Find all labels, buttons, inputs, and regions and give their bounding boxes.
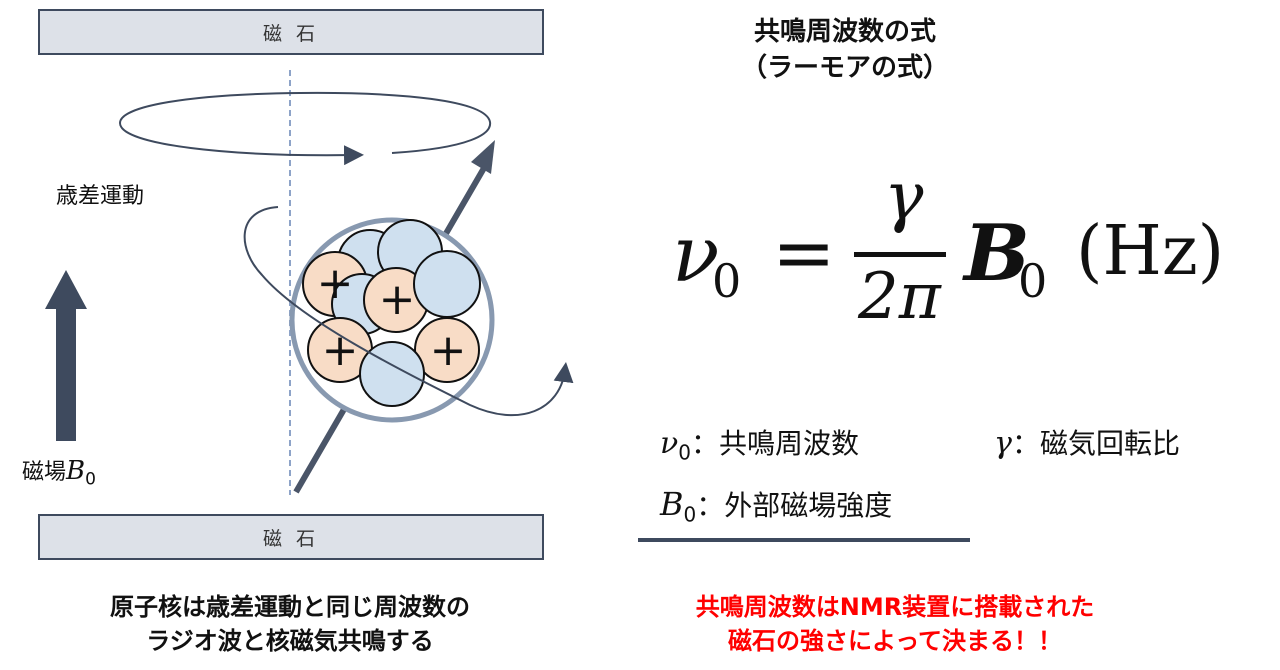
neutron [359, 341, 425, 407]
precession-spiral [243, 206, 574, 417]
precession-orbit [118, 91, 492, 166]
left-caption-line2: ラジオ波と核磁気共鳴する [146, 627, 434, 655]
magnet-bottom: 磁 石 [38, 514, 544, 560]
legend-nu-desc: ：共鳴周波数 [690, 427, 859, 460]
proton-charge: + [317, 258, 354, 309]
legend-nu: ν0：共鳴周波数 [660, 422, 859, 465]
legend-b-subscript: 0 [683, 502, 697, 527]
precession-label: 歳差運動 [56, 184, 145, 209]
legend-nu-subscript: 0 [678, 440, 691, 465]
formula-equals: = [772, 208, 836, 297]
formula-title-line1: 共鳴周波数の式 [753, 17, 936, 47]
nucleus: + + + + [302, 219, 481, 407]
field-label: 磁場B0 [22, 454, 96, 489]
formula-title-line2: （ラーモアの式） [740, 53, 949, 83]
legend-nu-symbol: ν [660, 426, 679, 461]
magnet-top: 磁 石 [38, 9, 544, 55]
formula-field-subscript: 0 [1018, 254, 1048, 308]
field-label-subscript: 0 [85, 469, 96, 490]
field-label-symbol: B [66, 456, 86, 486]
formula-nu-subscript: 0 [712, 254, 742, 308]
formula-numerator: γ [884, 158, 924, 235]
proton-charge: + [430, 325, 467, 376]
legend-b-desc: ：外部磁場強度 [696, 489, 893, 522]
neutron [413, 250, 481, 318]
larmor-formula: ν 0 = γ 2π B 0 (Hz) [672, 158, 1272, 350]
legend-b-symbol: B [660, 485, 684, 523]
right-caption-line2: 磁石の強さによって決まる！！ [727, 627, 1063, 655]
field-label-prefix: 磁場 [22, 460, 67, 485]
precession-diagram: + + + + [45, 70, 574, 495]
formula-title: 共鳴周波数の式 （ラーモアの式） [680, 14, 1010, 86]
proton-charge: + [379, 274, 416, 325]
legend-b: B0：外部磁場強度 [660, 484, 892, 527]
right-caption-line1: 共鳴周波数はNMR装置に搭載された [695, 593, 1095, 621]
formula-denominator: 2π [858, 260, 941, 334]
legend-gamma-desc: ：磁気回転比 [1011, 427, 1180, 460]
formula-nu: ν [672, 210, 720, 300]
magnetic-field-arrow [45, 270, 87, 441]
legend-underline [638, 538, 970, 542]
formula-field-symbol: B [964, 208, 1030, 299]
magnet-top-label: 磁 石 [262, 22, 320, 45]
left-caption-line1: 原子核は歳差運動と同じ周波数の [110, 593, 470, 621]
formula-unit: (Hz) [1076, 212, 1225, 291]
legend-gamma-symbol: γ [994, 426, 1012, 461]
proton-charge: + [322, 325, 359, 376]
left-caption: 原子核は歳差運動と同じ周波数の ラジオ波と核磁気共鳴する [0, 590, 580, 658]
magnet-bottom-label: 磁 石 [262, 527, 320, 550]
formula-fraction-bar [854, 252, 946, 257]
legend-gamma: γ：磁気回転比 [994, 422, 1180, 462]
right-caption: 共鳴周波数はNMR装置に搭載された 磁石の強さによって決まる！！ [600, 590, 1190, 658]
